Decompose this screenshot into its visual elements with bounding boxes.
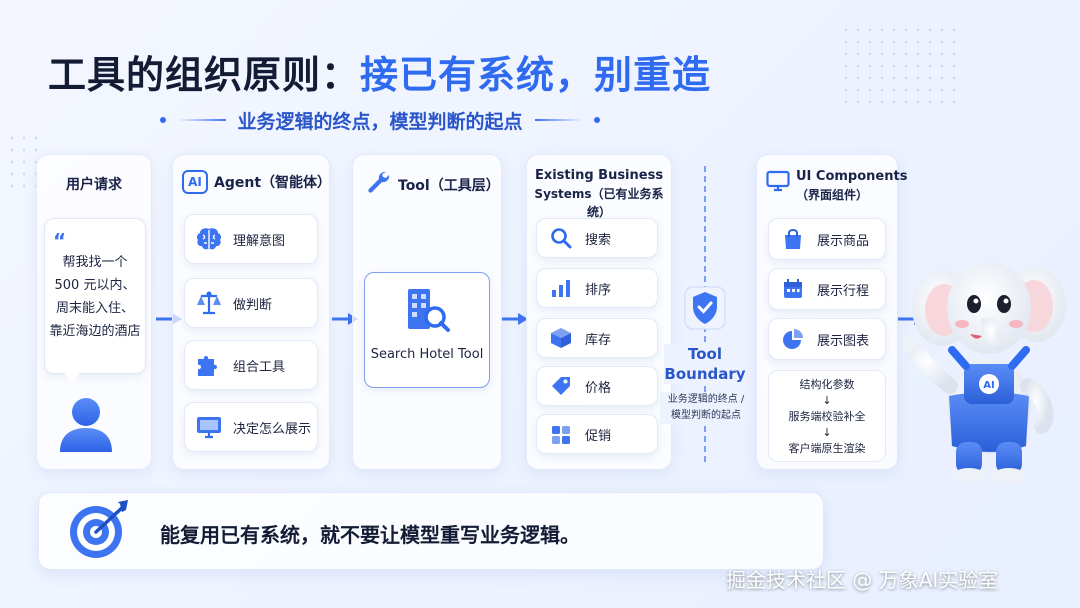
page-title: 工具的组织原则：接已有系统，别重造 bbox=[48, 44, 711, 99]
tool-boundary-desc: 业务逻辑的终点 / 模型判断的起点 bbox=[660, 392, 752, 424]
tool-boundary-desc-line: 模型判断的起点 bbox=[671, 410, 741, 421]
ui-item-charts: 展示图表 bbox=[768, 318, 886, 360]
existing-systems-title-line: Existing Business bbox=[534, 168, 664, 183]
elephant-mascot-icon: AI bbox=[904, 262, 1066, 484]
mascot-badge: AI bbox=[983, 380, 994, 391]
agent-item-label: 做判断 bbox=[233, 297, 273, 313]
wrench-icon bbox=[366, 170, 392, 200]
request-line: 靠近海边的酒店 bbox=[49, 324, 141, 339]
brain-icon bbox=[195, 225, 223, 253]
decor-dots-top bbox=[840, 24, 960, 104]
target-icon bbox=[70, 500, 128, 558]
ui-components-header: UI Components （界面组件） bbox=[766, 168, 907, 204]
tool-boundary-label-line: Tool bbox=[688, 345, 722, 363]
puzzle-icon bbox=[195, 351, 223, 379]
agent-item-judge: 做判断 bbox=[184, 278, 318, 328]
magnifier-icon bbox=[547, 224, 575, 252]
scale-icon bbox=[195, 289, 223, 317]
agent-item-compose: 组合工具 bbox=[184, 340, 318, 390]
system-item-label: 库存 bbox=[585, 332, 612, 348]
search-hotel-tool-card: Search Hotel Tool bbox=[364, 272, 490, 388]
gift-puzzle-icon bbox=[547, 420, 575, 448]
monitor-icon bbox=[195, 413, 223, 441]
user-request-title: 用户请求 bbox=[66, 177, 122, 193]
screen-icon bbox=[766, 170, 790, 196]
flow-step: 服务端校验补全 bbox=[788, 410, 866, 423]
shield-check-icon bbox=[684, 286, 726, 330]
calendar-icon bbox=[779, 275, 807, 303]
request-line: 500 元以内、 bbox=[54, 278, 136, 293]
ui-item-label: 展示商品 bbox=[817, 233, 870, 249]
system-item-search: 搜索 bbox=[536, 218, 658, 258]
tool-boundary-label-line: Boundary bbox=[664, 365, 746, 383]
ui-render-flow: 结构化参数 ↓ 服务端校验补全 ↓ 客户端原生渲染 bbox=[768, 370, 886, 462]
arrow-tool-to-systems bbox=[502, 313, 528, 325]
shopping-bag-icon bbox=[779, 225, 807, 253]
system-item-rank: 排序 bbox=[536, 268, 658, 308]
flow-arrow: ↓ bbox=[822, 426, 832, 439]
ui-item-itinerary: 展示行程 bbox=[768, 268, 886, 310]
agent-item-label: 组合工具 bbox=[233, 359, 286, 375]
subtitle-dot-left bbox=[160, 117, 166, 123]
system-item-promotion: 促销 bbox=[536, 414, 658, 454]
system-item-label: 排序 bbox=[585, 282, 612, 298]
subtitle-line-left bbox=[178, 119, 226, 121]
request-line: 帮我找一个 bbox=[62, 255, 128, 270]
request-line: 周末能入住、 bbox=[55, 301, 134, 316]
pie-chart-icon bbox=[779, 325, 807, 353]
subtitle-dot-right bbox=[594, 117, 601, 123]
system-item-label: 搜索 bbox=[585, 232, 612, 248]
system-item-inventory: 库存 bbox=[536, 318, 658, 358]
bottom-message-panel bbox=[38, 492, 824, 570]
agent-item-display: 决定怎么展示 bbox=[184, 402, 318, 452]
ai-chip-icon: AI bbox=[182, 170, 208, 194]
system-item-price: 价格 bbox=[536, 366, 658, 406]
price-tag-icon bbox=[547, 372, 575, 400]
subtitle: 业务逻辑的终点，模型判断的起点 bbox=[237, 110, 523, 133]
tool-boundary-label: Tool Boundary bbox=[664, 344, 746, 384]
hotel-search-icon bbox=[402, 285, 452, 339]
box-icon bbox=[547, 324, 575, 352]
tool-panel-header: Tool（工具层） bbox=[366, 170, 500, 200]
tool-boundary-desc-line: 业务逻辑的终点 / bbox=[667, 394, 745, 405]
title-part-1: 工具的组织原则： bbox=[48, 53, 361, 97]
ui-item-label: 展示行程 bbox=[817, 283, 870, 299]
title-part-2: 接已有系统，别重造 bbox=[360, 53, 712, 97]
subtitle-line-right bbox=[534, 119, 583, 121]
ui-components-title: UI Components （界面组件） bbox=[796, 168, 907, 204]
user-avatar-icon bbox=[60, 398, 112, 452]
agent-panel-title: Agent（智能体） bbox=[214, 175, 332, 191]
ui-item-label: 展示图表 bbox=[817, 333, 870, 349]
request-bubble: “ 帮我找一个 500 元以内、 周末能入住、 靠近海边的酒店 bbox=[44, 218, 146, 374]
subtitle-row: 业务逻辑的终点，模型判断的起点 bbox=[160, 104, 601, 136]
request-text: 帮我找一个 500 元以内、 周末能入住、 靠近海边的酒店 bbox=[45, 251, 145, 343]
watermark: 掘金技术社区 @ 万象AI实验室 bbox=[726, 568, 999, 592]
agent-item-label: 理解意图 bbox=[233, 233, 286, 249]
quote-icon: “ bbox=[53, 229, 67, 253]
system-item-label: 促销 bbox=[585, 428, 612, 444]
agent-item-label: 决定怎么展示 bbox=[233, 421, 312, 437]
agent-item-understand: 理解意图 bbox=[184, 214, 318, 264]
ui-components-title-line: UI Components bbox=[796, 169, 908, 184]
agent-panel-header: AI Agent（智能体） bbox=[182, 170, 331, 194]
bubble-tail bbox=[64, 372, 80, 384]
existing-systems-title-line: Systems（已有业务系统） bbox=[534, 187, 664, 219]
ui-item-products: 展示商品 bbox=[768, 218, 886, 260]
flow-arrow: ↓ bbox=[822, 394, 832, 407]
flow-step: 结构化参数 bbox=[799, 378, 855, 391]
existing-systems-title: Existing Business Systems（已有业务系统） bbox=[526, 167, 672, 221]
search-hotel-tool-label: Search Hotel Tool bbox=[370, 347, 484, 362]
tool-panel-title: Tool（工具层） bbox=[398, 178, 500, 194]
bottom-message: 能复用已有系统，就不要让模型重写业务逻辑。 bbox=[160, 523, 580, 547]
system-item-label: 价格 bbox=[585, 380, 612, 396]
ui-components-title-line: （界面组件） bbox=[796, 188, 869, 202]
flow-step: 客户端原生渲染 bbox=[788, 442, 866, 455]
bar-chart-icon bbox=[547, 274, 575, 302]
